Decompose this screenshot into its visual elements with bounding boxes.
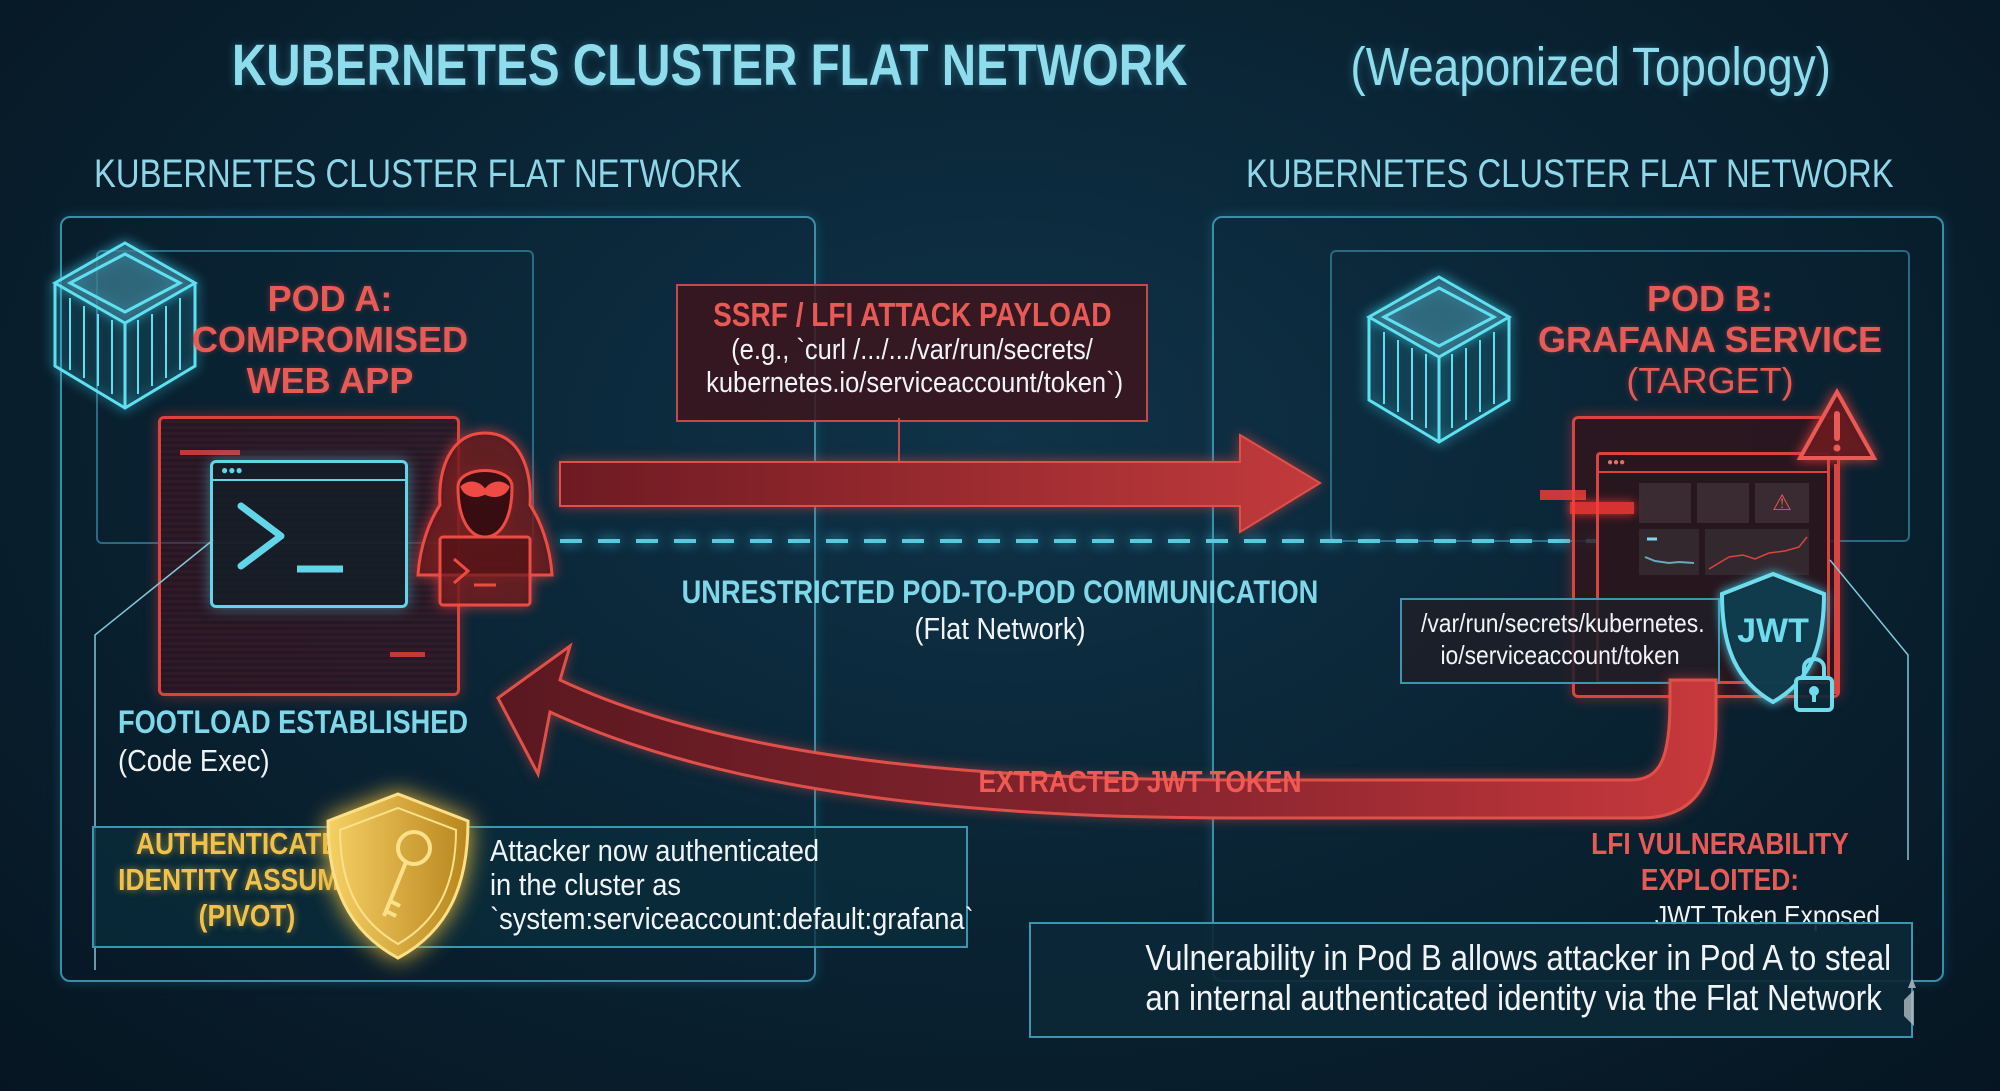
identity-desc-line2: in the cluster as [490, 867, 682, 902]
dashboard-graphs [1639, 529, 1809, 575]
warning-triangle-icon [1796, 387, 1878, 460]
payload-connector [898, 418, 900, 462]
pod-a-title-line1: POD A: [267, 278, 393, 319]
identity-desc-line3: `system:serviceaccount:default:grafana` [490, 901, 974, 936]
payload-line2: kubernetes.io/serviceaccount/token`) [706, 367, 1124, 399]
dashboard-panel [1697, 483, 1749, 523]
dashboard-panel [1639, 483, 1691, 523]
window-dots-icon: ●●● [213, 463, 405, 481]
foothold-sub: (Code Exec) [118, 743, 270, 778]
pod-b-title-line2: GRAFANA SERVICE [1537, 319, 1883, 360]
glitch-bar [390, 652, 425, 657]
pod-a-title: POD A: COMPROMISED WEB APP [180, 278, 480, 401]
right-section-label: KUBERNETES CLUSTER FLAT NETWORK [1246, 152, 1894, 196]
extracted-token-text: EXTRACTED JWT TOKEN [978, 764, 1302, 799]
lfi-title-line2: EXPLOITED: [1640, 862, 1800, 897]
container-cube-icon [51, 241, 199, 410]
payload-box: SSRF / LFI ATTACK PAYLOAD (e.g., `curl /… [676, 284, 1148, 422]
title-main: KUBERNETES CLUSTER FLAT NETWORK [231, 33, 1188, 98]
terminal-window: ●●● [210, 460, 408, 608]
extracted-token-label: EXTRACTED JWT TOKEN [900, 764, 1380, 800]
glitch-bar [1570, 502, 1634, 514]
pod-a-title-line2: COMPROMISED [191, 319, 468, 360]
network-title: UNRESTRICTED POD-TO-POD COMMUNICATION [681, 574, 1319, 610]
payload-line1: (e.g., `curl /.../.../var/run/secrets/ [731, 334, 1093, 366]
summary-line1: Vulnerability in Pod B allows attacker i… [1145, 937, 1892, 978]
token-path-line1: /var/run/secrets/kubernetes. [1420, 608, 1705, 638]
warning-small-icon: ⚠ [1755, 483, 1809, 523]
gold-shield-key-icon [326, 792, 470, 960]
network-sub: (Flat Network) [914, 611, 1086, 646]
identity-desc-line1: Attacker now authenticated [490, 833, 820, 868]
warning-pole [1834, 464, 1837, 694]
identity-description: Attacker now authenticated in the cluste… [490, 834, 1040, 936]
identity-title-line1: AUTHENTICATED [135, 826, 359, 861]
hacker-icon [416, 431, 554, 607]
window-dots-icon: ●●● [1599, 455, 1827, 473]
flat-network-dashed-line [560, 539, 1600, 543]
summary-box: Vulnerability in Pod B allows attacker i… [1029, 922, 1913, 1038]
payload-title: SSRF / LFI ATTACK PAYLOAD [713, 296, 1112, 333]
extracted-token-arrow [496, 642, 1718, 820]
summary-line2: an internal authenticated identity via t… [1145, 977, 1882, 1018]
pod-a-title-line3: WEB APP [246, 360, 414, 401]
pod-b-title: POD B: GRAFANA SERVICE (TARGET) [1530, 278, 1890, 401]
foothold-label: FOOTLOAD ESTABLISHED (Code Exec) [118, 704, 530, 779]
network-label: UNRESTRICTED POD-TO-POD COMMUNICATION (F… [600, 574, 1400, 647]
token-path-line2: io/serviceaccount/token [1440, 640, 1680, 670]
lock-icon [1794, 657, 1834, 712]
terminal-prompt-icon [237, 502, 343, 573]
left-cluster-frame [60, 216, 816, 982]
connector-line [1829, 559, 1909, 860]
pod-b-title-line1: POD B: [1647, 278, 1773, 319]
attack-arrow [559, 433, 1322, 534]
title-sub: (Weaponized Topology) [1350, 37, 1832, 97]
jwt-shield-icon: JWT [1719, 571, 1834, 712]
identity-title-line3: (PIVOT) [198, 898, 296, 933]
glitch-bar [1540, 490, 1586, 500]
glitch-bar [180, 450, 240, 455]
lfi-label: LFI VULNERABILITY EXPLOITED: JWT Token E… [1560, 826, 1880, 934]
lfi-title-line1: LFI VULNERABILITY [1591, 826, 1849, 861]
left-section-label: KUBERNETES CLUSTER FLAT NETWORK [94, 152, 742, 196]
container-cube-icon [1365, 275, 1513, 444]
jwt-label: JWT [1737, 612, 1809, 650]
foothold-title: FOOTLOAD ESTABLISHED [118, 704, 469, 740]
page-title: KUBERNETES CLUSTER FLAT NETWORK (Weaponi… [0, 32, 2000, 99]
token-path-box: /var/run/secrets/kubernetes. io/servicea… [1400, 598, 1720, 684]
pod-b-title-line3: (TARGET) [1626, 360, 1794, 401]
identity-box [92, 826, 968, 948]
corner-marker-icon [1904, 978, 1916, 1026]
